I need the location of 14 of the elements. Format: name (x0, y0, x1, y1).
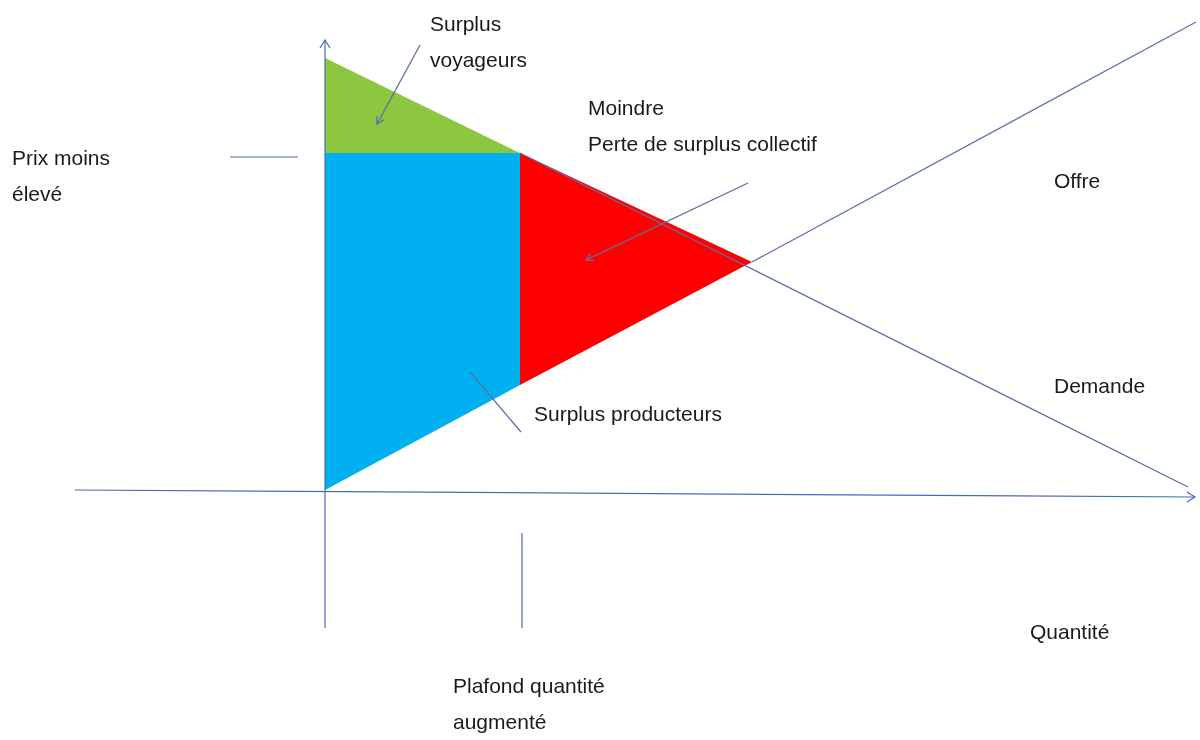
axis-label: Quantité (1030, 619, 1111, 645)
axis-label: Offre (1054, 168, 1102, 194)
deadweight-loss-area (520, 153, 752, 385)
area-label: Surplus producteurs (534, 401, 723, 427)
area-label: Surplus voyageurs (430, 11, 528, 73)
axis-label: Plafond quantité augmenté (453, 673, 606, 735)
leader-line (585, 182, 749, 262)
leader-line (376, 44, 421, 125)
area-label: Perte de surplus collectif (588, 131, 818, 157)
producer-surplus-area (325, 153, 520, 490)
area-label: Moindre (588, 95, 665, 121)
leader-line (469, 371, 522, 433)
axis-label: Prix moins élevé (12, 145, 112, 207)
axis-label: Demande (1054, 373, 1147, 399)
